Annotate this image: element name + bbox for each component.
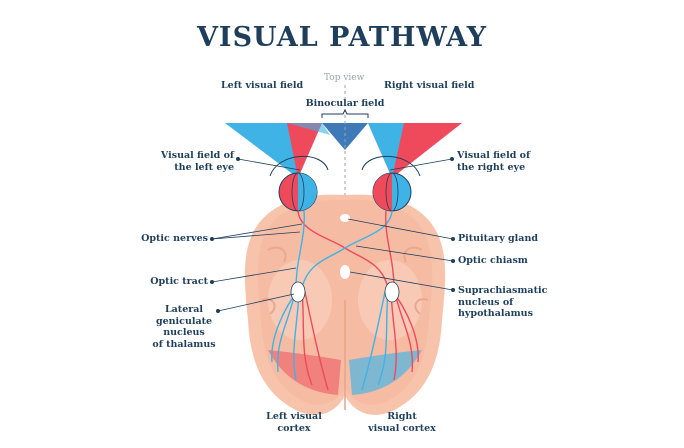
top-view-label: Top view <box>324 73 365 83</box>
scn-shape <box>340 265 350 279</box>
page-title: VISUAL PATHWAY <box>196 22 487 53</box>
left-eye <box>278 172 318 212</box>
right-eye <box>372 172 412 212</box>
optic-pathway-fibers <box>271 210 419 391</box>
leader-lines <box>209 156 455 313</box>
suprachiasmatic-nucleus-label: Suprachiasmatic nucleus of hypothalamus <box>458 285 548 319</box>
brain-illustration <box>244 194 446 415</box>
binocular-bracket <box>321 108 369 118</box>
right-visual-field-label: Right visual field <box>384 80 475 91</box>
left-visual-field-label: Left visual field <box>221 80 304 91</box>
right-visual-cortex-label: Right visual cortex <box>368 411 436 434</box>
optic-chiasm-label: Optic chiasm <box>458 255 528 266</box>
pituitary-gland-label: Pituitary gland <box>458 233 538 244</box>
visual-fields <box>225 123 462 178</box>
left-visual-cortex-label: Left visual cortex <box>266 411 322 434</box>
pituitary-gland-shape <box>340 214 350 222</box>
optic-tract-label: Optic tract <box>150 276 208 287</box>
optic-nerves-label: Optic nerves <box>141 233 208 244</box>
visual-field-right-eye-label: Visual field of the right eye <box>457 150 531 173</box>
visual-field-left-eye-label: Visual field of the left eye <box>160 150 234 173</box>
binocular-field-label: Binocular field <box>305 98 385 109</box>
lateral-geniculate-nucleus-label: Lateral geniculate nucleus of thalamus <box>152 304 216 350</box>
